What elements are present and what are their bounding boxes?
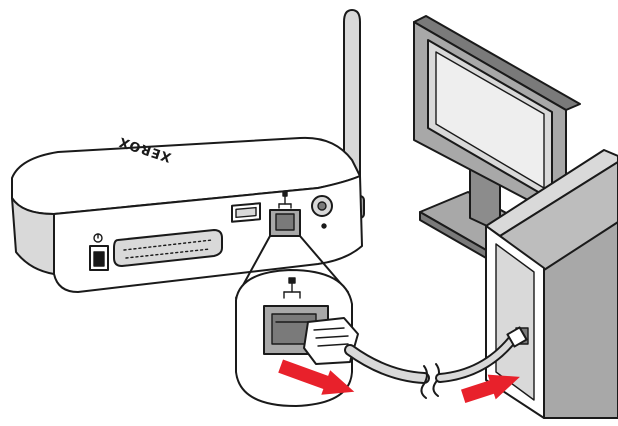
parallel-port-pins-top bbox=[123, 239, 213, 251]
magnified-callout bbox=[235, 235, 359, 407]
insert-arrow-icon bbox=[278, 359, 355, 395]
print-server-left-side bbox=[11, 197, 55, 275]
computer-tower bbox=[485, 149, 618, 419]
cable-fill-a bbox=[346, 346, 428, 382]
cable-break-right bbox=[432, 363, 440, 397]
status-led bbox=[321, 223, 327, 229]
device-ethernet-socket bbox=[275, 213, 295, 231]
network-icon bbox=[283, 277, 301, 299]
plug-ridge-2 bbox=[315, 335, 349, 339]
parallel-port-pins-bottom bbox=[125, 248, 211, 259]
insert-arrow-icon bbox=[460, 374, 520, 403]
antenna-connector-core bbox=[317, 201, 327, 211]
usb-port-inner bbox=[235, 206, 257, 219]
cable-fill-b bbox=[437, 337, 515, 381]
cable-break-left bbox=[420, 365, 428, 399]
tower-panel-inset bbox=[495, 243, 535, 401]
plug-ridge-1 bbox=[313, 327, 345, 331]
monitor bbox=[413, 15, 581, 267]
plug-ridge-3 bbox=[317, 343, 349, 347]
power-jack-socket bbox=[93, 251, 105, 267]
network-icon bbox=[278, 191, 292, 209]
print-server: XEROX bbox=[11, 133, 363, 293]
ethernet-cable bbox=[344, 326, 528, 399]
tower-plug[interactable] bbox=[506, 326, 528, 348]
